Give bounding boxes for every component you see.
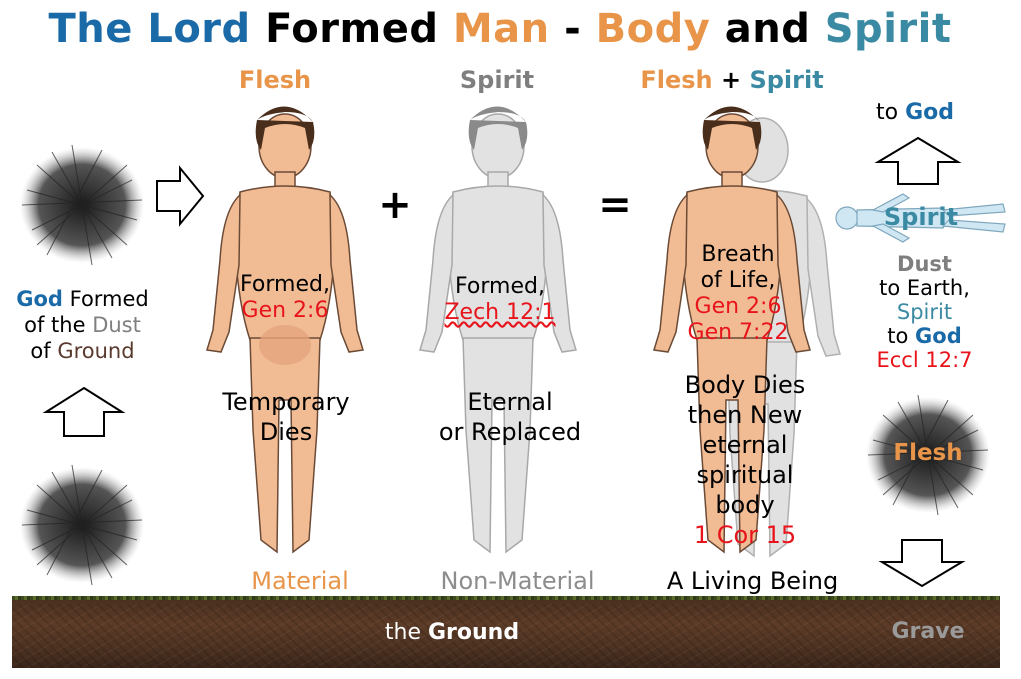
flesh-formed: Formed,	[240, 272, 330, 297]
down-arrow-icon	[878, 539, 966, 588]
to-god-top: to God	[860, 100, 970, 125]
page-title: The Lord Formed Man - Body and Spirit	[0, 6, 1000, 52]
title-the-lord: The Lord	[48, 6, 251, 52]
right-to-earth: to Earth,	[879, 276, 970, 300]
spirit-replaced: or Replaced	[438, 418, 582, 446]
grave-label: Grave	[891, 619, 965, 644]
right-dust: Dust	[897, 252, 952, 276]
spirit-formed: Formed,	[455, 274, 545, 299]
ground-the: the	[384, 620, 428, 645]
flesh-heading: Flesh	[238, 66, 312, 94]
title-man: Man	[452, 6, 550, 52]
heading-plus: +	[712, 66, 750, 94]
to-god-label: God	[905, 100, 954, 125]
left-dust: Dust	[92, 313, 141, 337]
left-formed: Formed	[62, 287, 149, 311]
plus-sign: +	[378, 182, 412, 228]
left-caption: God Formed of the Dust of Ground	[5, 286, 160, 364]
spirit-body-figure	[419, 106, 577, 554]
up-arrow-right-icon	[874, 136, 962, 185]
ground-word: Ground	[428, 620, 520, 645]
title-dash: -	[549, 6, 596, 52]
breath-ref1: Gen 2:6	[694, 294, 782, 319]
left-of-the: of the	[24, 313, 93, 337]
right-caption: Dust to Earth, Spirit to God Eccl 12:7	[852, 252, 997, 372]
left-god: God	[16, 287, 63, 311]
breath-ref2: Gen 7:22	[687, 320, 789, 345]
title-body: Body	[595, 6, 711, 52]
title-and: and	[710, 6, 825, 52]
left-ground: Ground	[57, 339, 135, 363]
ground-label: the Ground	[352, 620, 552, 645]
heading-flesh: Flesh	[640, 66, 713, 94]
body-line1: Body Dies	[684, 371, 806, 399]
breath-of-life: Breath of Life, Gen 2:6 Gen 7:22	[668, 242, 808, 346]
spirit-heading: Spirit	[459, 66, 535, 94]
lying-spirit-figure	[835, 193, 1006, 243]
dust-ball-right-icon	[866, 394, 990, 516]
right-spirit2: Spirit	[896, 300, 953, 324]
flesh-ref: Gen 2:6	[241, 298, 329, 323]
flesh-dies: Dies	[259, 418, 313, 446]
to-label: to	[875, 100, 906, 125]
flesh-temporary: Temporary	[222, 388, 350, 416]
living-being-figure	[653, 106, 811, 554]
dust-ball-bottom-icon	[20, 464, 144, 586]
flesh-plus-spirit-heading: Flesh + Spirit	[632, 66, 832, 94]
right-to2: to	[887, 324, 916, 348]
spirit-ref: Zech 12:1	[444, 300, 556, 325]
title-spirit: Spirit	[824, 6, 952, 52]
right-god2: God	[915, 324, 962, 348]
body-ref: 1 Cor 15	[693, 521, 797, 549]
body-dies-text: Body Dies then New eternal spiritual bod…	[660, 370, 830, 550]
flesh-footer: Material	[251, 567, 349, 595]
right-flesh: Flesh	[893, 440, 963, 466]
flesh-body-figure	[206, 106, 364, 554]
heading-spirit: Spirit	[749, 66, 824, 94]
ground-band	[12, 600, 1000, 668]
body-line3: eternal	[702, 431, 788, 459]
breath-line1: Breath	[701, 242, 775, 267]
living-being-footer: A Living Being	[666, 567, 839, 595]
spirit-eternal: Eternal	[467, 388, 553, 416]
dust-ball-top-icon	[20, 144, 144, 266]
equals-sign: =	[598, 182, 632, 228]
body-line2: then New	[687, 401, 803, 429]
spirit-footer: Non-Material	[440, 567, 595, 595]
title-formed: Formed	[250, 6, 453, 52]
right-spirit: Spirit	[883, 203, 959, 231]
right-arrow-icon	[156, 165, 205, 227]
breath-line2: of Life,	[700, 268, 776, 293]
ground-texture	[12, 604, 1000, 668]
right-ref: Eccl 12:7	[876, 348, 973, 372]
body-line4: spiritual	[696, 461, 794, 489]
up-arrow-icon	[42, 386, 126, 437]
body-line5: body	[715, 491, 775, 519]
left-of: of	[30, 339, 58, 363]
